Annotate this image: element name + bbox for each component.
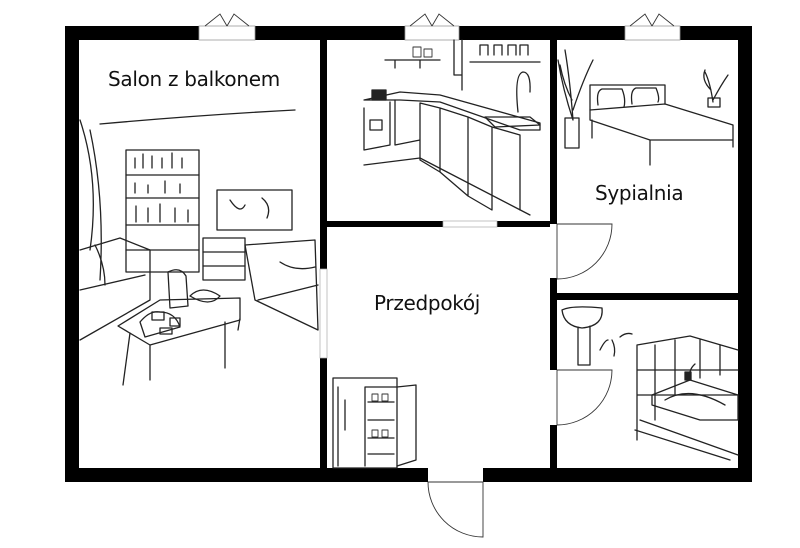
room-label-hallway: Przedpokój [374, 291, 481, 315]
kitchen-sketch [363, 39, 541, 216]
living-room-sketch [79, 109, 319, 386]
fridge-sketch [332, 377, 417, 469]
bedroom-sketch [557, 49, 734, 166]
door-bathroom [550, 369, 613, 426]
window-bedroom [624, 13, 681, 41]
room-label-bedroom: Sypialnia [595, 181, 684, 205]
door-entrance [427, 468, 484, 538]
windows [198, 13, 681, 41]
door-bedroom [550, 223, 613, 280]
window-salon [198, 13, 256, 41]
doors [319, 220, 613, 538]
interior-walls [320, 40, 738, 468]
window-kitchen [404, 13, 460, 41]
room-label-salon: Salon z balkonem [108, 67, 280, 91]
bathroom-sketch [561, 306, 739, 461]
outer-walls [65, 26, 752, 482]
